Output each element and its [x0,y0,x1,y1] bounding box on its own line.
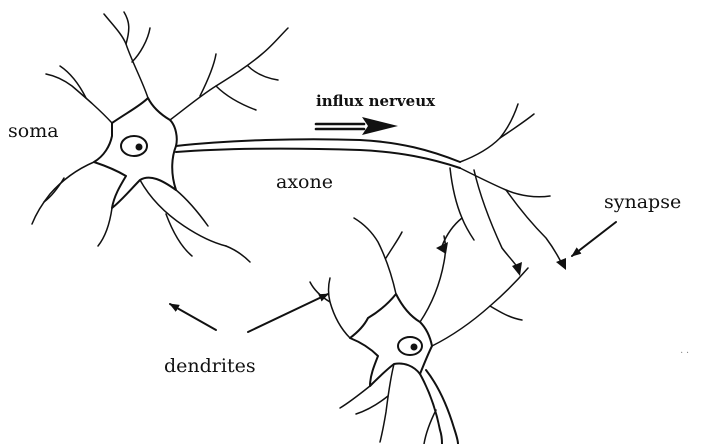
scan-speck: · · [680,348,689,359]
synapse-pointer-arrow [572,222,616,256]
lower-axon-right [426,370,458,444]
dendrite-pointer-left-arrow [170,304,216,330]
upper-nucleolus [136,144,143,151]
lower-neuron [310,218,528,444]
synapse-label: synapse [604,191,681,213]
lower-axon-left [420,374,442,444]
dendrite-pointer-right-arrow [248,294,328,332]
upper-dendrites [32,12,288,262]
lower-nucleolus [411,344,418,351]
influx-label: influx nerveux [316,92,436,110]
lower-axon-branch [424,410,436,444]
dendrites-label: dendrites [164,355,256,377]
lower-dendrites [310,218,528,442]
axon-lower-edge [176,149,460,168]
upper-neuron [32,12,566,276]
soma-label: soma [8,120,59,142]
upper-nucleus [121,136,147,156]
lower-nucleus [398,337,422,355]
axon-terminals [442,104,562,268]
axon-label: axone [276,171,333,193]
upper-cell-body [94,98,177,208]
influx-arrow [316,117,398,135]
